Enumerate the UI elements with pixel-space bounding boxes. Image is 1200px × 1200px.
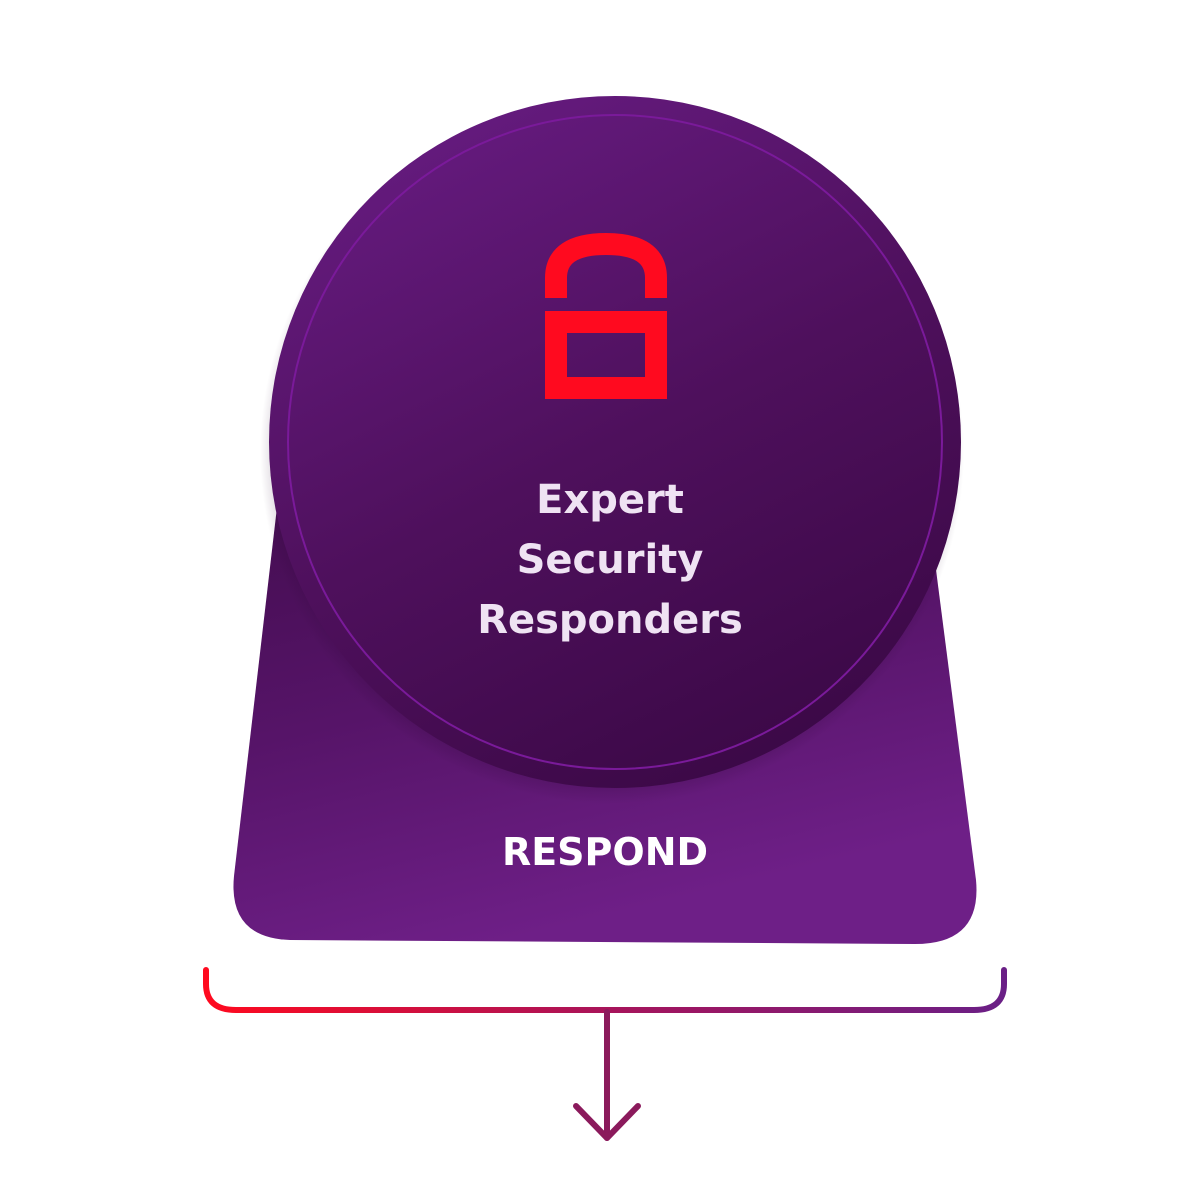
circle-title-line3: Responders <box>477 597 743 643</box>
padlock-icon <box>545 232 667 399</box>
circle-inner-ring <box>287 114 943 770</box>
bracket-line <box>203 967 1007 1013</box>
circle-title: Expert Security Responders <box>440 470 780 650</box>
respond-label: RESPOND <box>501 830 709 874</box>
main-circle <box>269 96 961 788</box>
down-arrow-icon <box>573 1009 641 1141</box>
circle-title-line1: Expert <box>536 477 684 523</box>
circle-title-line2: Security <box>516 537 704 583</box>
